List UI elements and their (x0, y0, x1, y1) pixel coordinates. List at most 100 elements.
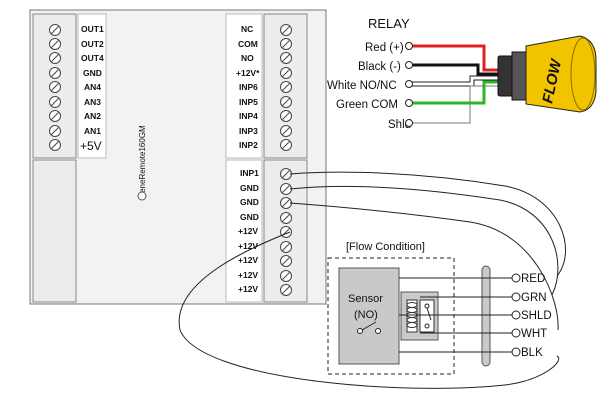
screw-terminal-right-upper-9 (280, 139, 292, 151)
left-label-strip (77, 13, 107, 159)
pin-label-out2: OUT2 (81, 39, 104, 49)
screw-terminal-right-upper-1 (280, 24, 292, 36)
wire-gnd-2 (289, 202, 559, 331)
pin-label-inp3: INP3 (239, 126, 258, 136)
model-label: BieneRemote160GM (138, 125, 147, 200)
flow-terminal-label-grn: GRN (521, 292, 547, 304)
flow-terminal-label-red: RED (521, 273, 545, 285)
right-label-strip-lower (225, 159, 263, 303)
screw-terminal-left-9 (49, 139, 61, 151)
screw-terminal-right-lower-9 (280, 284, 292, 296)
screw-terminal-right-upper-7 (280, 110, 292, 122)
screw-terminal-right-lower-7 (280, 255, 292, 267)
flow-terminal-label-blk: BLK (521, 347, 543, 359)
pin-label-inp6: INP6 (239, 82, 258, 92)
screw-terminal-left-5 (49, 81, 61, 93)
relay-lead-terminal-1 (405, 42, 413, 50)
pin-label-12v-5: +12V (238, 284, 258, 294)
relay-lead-terminals (405, 42, 413, 127)
relay-coil-icon (400, 291, 439, 341)
sensor-wires (178, 171, 566, 389)
relay-lead-wire-2 (409, 63, 500, 76)
flow-terminal-grn (511, 292, 521, 302)
pin-label-12v-3: +12V (238, 255, 258, 265)
relay-lead-wire-4 (409, 80, 500, 105)
terminal-bus-bar (481, 265, 491, 367)
relay-title: RELAY (368, 16, 410, 31)
relay-lead-green: Green COM (336, 99, 398, 111)
pin-label-gnd-1: GND (240, 183, 259, 193)
relay-lead-red: Red (+) (365, 42, 404, 54)
logo-icon (137, 191, 147, 201)
sensor-switch-icon (357, 321, 381, 334)
relay-lead-white: White NO/NC (327, 80, 397, 92)
relay-lead-terminal-5 (405, 119, 413, 127)
flow-terminal-wht (511, 328, 521, 338)
relay-lead-wire-1 (409, 44, 500, 72)
pin-label-5v: +5V (80, 139, 102, 153)
pin-label-an1: AN1 (84, 126, 101, 136)
screw-terminal-left-8 (49, 125, 61, 137)
pin-label-12v-4: +12V (238, 270, 258, 280)
pin-label-out1: OUT1 (81, 24, 104, 34)
sensor-label: Sensor (348, 293, 383, 305)
pin-label-an2: AN2 (84, 111, 101, 121)
sensor-body (338, 267, 400, 365)
screw-terminal-right-lower-2 (280, 183, 292, 195)
wire-gnd-1 (289, 186, 559, 296)
screw-terminal-right-upper-2 (280, 38, 292, 50)
relay-body: FLOW (497, 35, 597, 113)
screw-terminal-left-6 (49, 96, 61, 108)
screw-terminal-left-2 (49, 38, 61, 50)
screw-terminal-right-lower-4 (280, 212, 292, 224)
pin-label-an3: AN3 (84, 97, 101, 107)
relay-lead-wire-3 (409, 76, 500, 86)
pin-label-inp2: INP2 (239, 140, 258, 150)
flow-terminal-shld (511, 310, 521, 320)
screw-terminal-right-lower-3 (280, 197, 292, 209)
wire-12v (178, 231, 560, 389)
pin-label-out4: OUT4 (81, 53, 104, 63)
screw-terminal-right-upper-3 (280, 52, 292, 64)
screw-terminal-right-upper-5 (280, 81, 292, 93)
screw-terminal-right-upper-4 (280, 67, 292, 79)
pin-label-12v-1: +12V (238, 226, 258, 236)
relay-lead-terminal-3 (405, 80, 413, 88)
pin-label-inp4: INP4 (239, 111, 258, 121)
screw-terminal-left-1 (49, 24, 61, 36)
relay-lead-terminal-4 (405, 99, 413, 107)
pin-label-12v-star: +12V* (236, 68, 260, 78)
flow-terminal-lines (399, 277, 512, 353)
pin-label-inp1: INP1 (240, 168, 259, 178)
pin-label-12v-2: +12V (238, 241, 258, 251)
screw-terminal-left-4 (49, 67, 61, 79)
left-lower-block (32, 159, 77, 303)
relay-lead-wire-5 (409, 85, 500, 124)
sensor-sub-label: (NO) (354, 309, 378, 321)
relay-lead-black: Black (-) (358, 61, 401, 73)
pin-label-gnd-2: GND (240, 197, 259, 207)
pin-label-com: COM (238, 39, 258, 49)
controller-board: BieneRemote160GM OUT1 OUT2 OUT4 GND AN4 … (29, 9, 327, 305)
screw-terminal-right-upper-6 (280, 96, 292, 108)
wire-inp1 (289, 171, 566, 277)
right-label-strip-upper (225, 13, 263, 159)
screw-terminal-right-lower-6 (280, 241, 292, 253)
pin-label-gnd: GND (83, 68, 102, 78)
screw-terminal-right-lower-1 (280, 168, 292, 180)
screw-terminal-left-7 (49, 110, 61, 122)
relay-lead-terminal-2 (405, 61, 413, 69)
flow-terminal-label-wht: WHT (521, 328, 547, 340)
pin-label-nc: NC (241, 24, 253, 34)
flow-terminal-red (511, 273, 521, 283)
pin-label-gnd-3: GND (240, 212, 259, 222)
relay-section: RELAY Red (+) Black (-) White NO/NC Gree… (327, 16, 597, 131)
relay-lead-wires (409, 44, 500, 124)
left-screw-terminals (49, 24, 61, 151)
pin-label-an4: AN4 (84, 82, 101, 92)
screw-terminal-right-lower-8 (280, 270, 292, 282)
screw-terminal-right-upper-8 (280, 125, 292, 137)
screw-terminal-left-3 (49, 52, 61, 64)
